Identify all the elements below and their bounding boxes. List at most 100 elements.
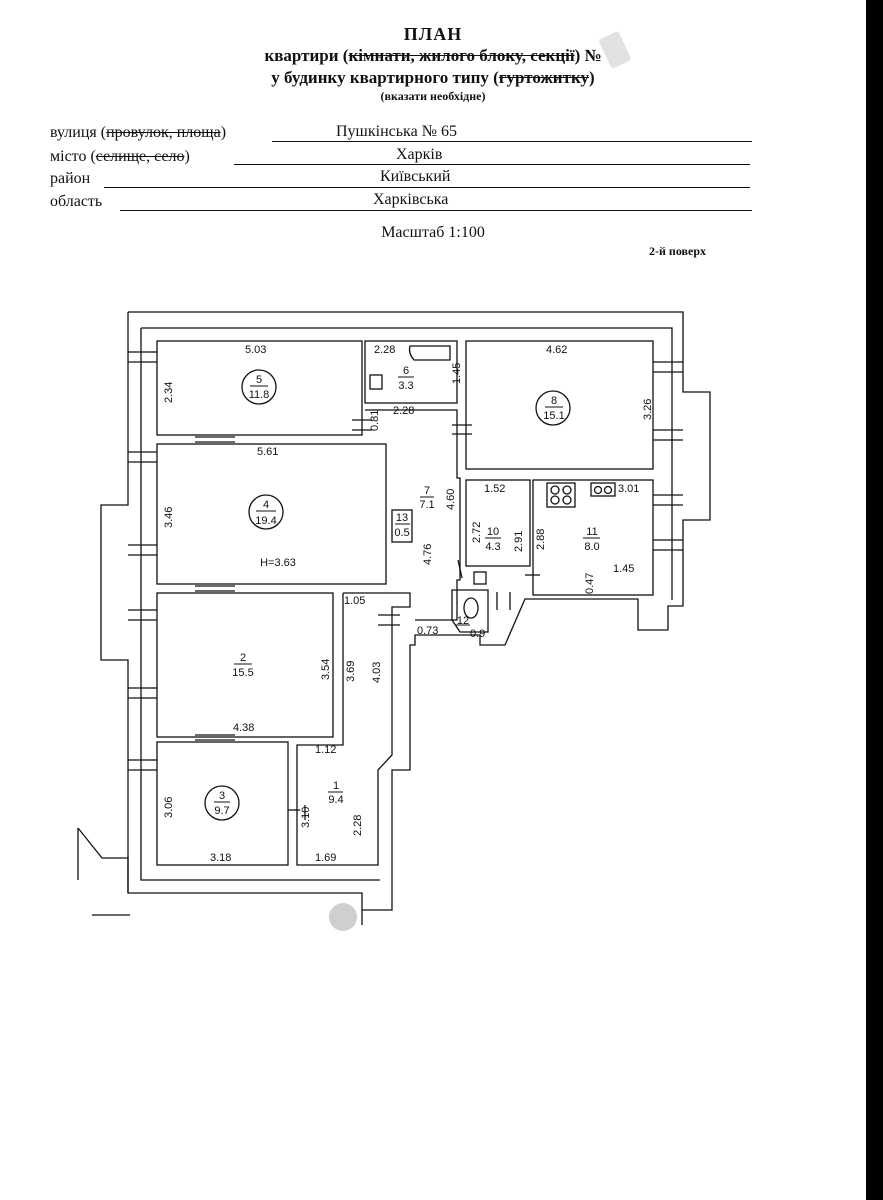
dim-3-69: 3.69 bbox=[345, 661, 357, 682]
dim-3-10: 3.10 bbox=[300, 807, 312, 828]
dim-2-28-corridor: 2.28 bbox=[393, 405, 414, 417]
room-8-number: 8 bbox=[551, 395, 557, 407]
room-3-area: 9.7 bbox=[214, 805, 229, 817]
room-10-area: 4.3 bbox=[485, 541, 500, 553]
city-label: місто (селище, село) bbox=[50, 148, 190, 166]
room-3-marker bbox=[204, 785, 240, 821]
street-label-suffix: ) bbox=[220, 124, 227, 141]
room-5-marker bbox=[241, 369, 277, 405]
dim-0-47: 0.47 bbox=[584, 573, 596, 594]
dim-4-38: 4.38 bbox=[233, 722, 254, 734]
room-11-area: 8.0 bbox=[584, 541, 599, 553]
room-1-area: 9.4 bbox=[328, 794, 343, 806]
apartment-line: квартири (кімнати, жилого блоку, секції)… bbox=[0, 46, 866, 66]
room-1-outline bbox=[296, 592, 411, 866]
room-12-number: 12 bbox=[457, 615, 469, 627]
room-5-number: 5 bbox=[256, 374, 262, 386]
city-label-struck: селище, село bbox=[95, 148, 185, 165]
scan-mark bbox=[329, 903, 357, 931]
room-4-marker bbox=[248, 494, 284, 530]
region-value: Харківська bbox=[373, 191, 449, 208]
dim-1-12: 1.12 bbox=[315, 744, 336, 756]
room-11-outline bbox=[532, 479, 654, 596]
west-wall-inner bbox=[140, 328, 380, 881]
dim-3-54: 3.54 bbox=[320, 659, 332, 680]
room-8-outline bbox=[465, 340, 654, 470]
scan-border bbox=[866, 0, 883, 1200]
dim-2-72: 2.72 bbox=[471, 522, 483, 543]
room-4-number: 4 bbox=[263, 499, 269, 511]
floor-label: 2-й поверх bbox=[649, 244, 707, 258]
stove-burner-icon bbox=[550, 485, 560, 495]
street-label: вулиця (провулок, площа) bbox=[50, 124, 226, 142]
sink-bowl-icon bbox=[593, 485, 603, 495]
room-4-area: 19.4 bbox=[255, 515, 276, 527]
outer-wall bbox=[127, 311, 711, 911]
toilet-icon bbox=[463, 597, 479, 619]
dim-4-03: 4.03 bbox=[371, 662, 383, 683]
dim-0-9: 0.9 bbox=[470, 628, 485, 640]
sink-icon bbox=[369, 374, 383, 390]
room-13-number: 13 bbox=[396, 512, 408, 524]
stove-icon bbox=[546, 482, 576, 508]
room-2-number: 2 bbox=[240, 652, 246, 664]
room-6-number: 6 bbox=[403, 365, 409, 377]
building-type-struck: гуртожитку bbox=[498, 68, 590, 87]
dim-4-76: 4.76 bbox=[422, 544, 434, 565]
district-value: Київський bbox=[380, 168, 451, 185]
city-label-prefix: місто ( bbox=[50, 148, 96, 165]
city-label-suffix: ) bbox=[184, 148, 190, 165]
street-underline bbox=[272, 141, 752, 142]
dim-0-73: 0.73 bbox=[417, 625, 438, 637]
dim-2-34: 2.34 bbox=[163, 382, 175, 403]
entrance-stair-lines bbox=[77, 827, 129, 893]
sink-bowl-icon bbox=[603, 485, 613, 495]
building-type-line: у будинку квартирного типу (гуртожитку) bbox=[0, 68, 866, 88]
dim-1-52: 1.52 bbox=[484, 483, 505, 495]
room-5-area: 11.8 bbox=[249, 389, 270, 401]
street-label-prefix: вулиця ( bbox=[50, 124, 107, 141]
room-1-number: 1 bbox=[333, 780, 339, 792]
dim-1-45-bath: 1.45 bbox=[451, 363, 463, 384]
region-underline bbox=[120, 210, 752, 211]
room-10-number: 10 bbox=[487, 526, 499, 538]
dim-3-26: 3.26 bbox=[642, 399, 654, 420]
apartment-line-suffix: ) № bbox=[574, 46, 602, 65]
dim-3-01: 3.01 bbox=[618, 483, 639, 495]
dim-5-61: 5.61 bbox=[257, 446, 278, 458]
window-marks bbox=[128, 351, 683, 771]
room-4-outline bbox=[156, 443, 387, 585]
building-type-prefix: у будинку квартирного типу ( bbox=[271, 68, 499, 87]
room-6-area: 3.3 bbox=[398, 380, 413, 392]
dim-3-18: 3.18 bbox=[210, 852, 231, 864]
scale-label: Масштаб 1:100 bbox=[381, 224, 485, 241]
apartment-line-prefix: квартири ( bbox=[264, 46, 349, 65]
room-8-area: 15.1 bbox=[543, 410, 564, 422]
stove-burner-icon bbox=[562, 485, 572, 495]
outer-wall-inner bbox=[141, 327, 673, 600]
dim-2-91: 2.91 bbox=[513, 531, 525, 552]
region-label: область bbox=[50, 193, 103, 210]
room-3-number: 3 bbox=[219, 790, 225, 802]
stove-burner-icon bbox=[550, 495, 560, 505]
room-7-area: 7.1 bbox=[419, 499, 434, 511]
room-7-outline bbox=[365, 409, 461, 621]
district-label: район bbox=[50, 170, 91, 187]
city-underline bbox=[234, 164, 750, 165]
room-5-outline bbox=[156, 340, 363, 436]
instruction-note: (вказати необхідне) bbox=[380, 89, 486, 103]
room-13-outline bbox=[391, 509, 413, 543]
apartment-line-struck: кімнати, жилого блоку, секції bbox=[348, 46, 575, 65]
dim-3-46: 3.46 bbox=[163, 507, 175, 528]
dim-1-45-kitchen: 1.45 bbox=[613, 563, 634, 575]
dim-2-28-hall: 2.28 bbox=[352, 815, 364, 836]
dim-0-81: 0.81 bbox=[369, 410, 381, 431]
door-marks bbox=[288, 419, 540, 820]
dim-2-28-bath: 2.28 bbox=[374, 344, 395, 356]
dim-4-60: 4.60 bbox=[445, 489, 457, 510]
room-7-number: 7 bbox=[424, 485, 430, 497]
room-2-outline bbox=[156, 592, 334, 738]
toilet-tank-icon bbox=[473, 571, 487, 585]
dim-4-62: 4.62 bbox=[546, 344, 567, 356]
